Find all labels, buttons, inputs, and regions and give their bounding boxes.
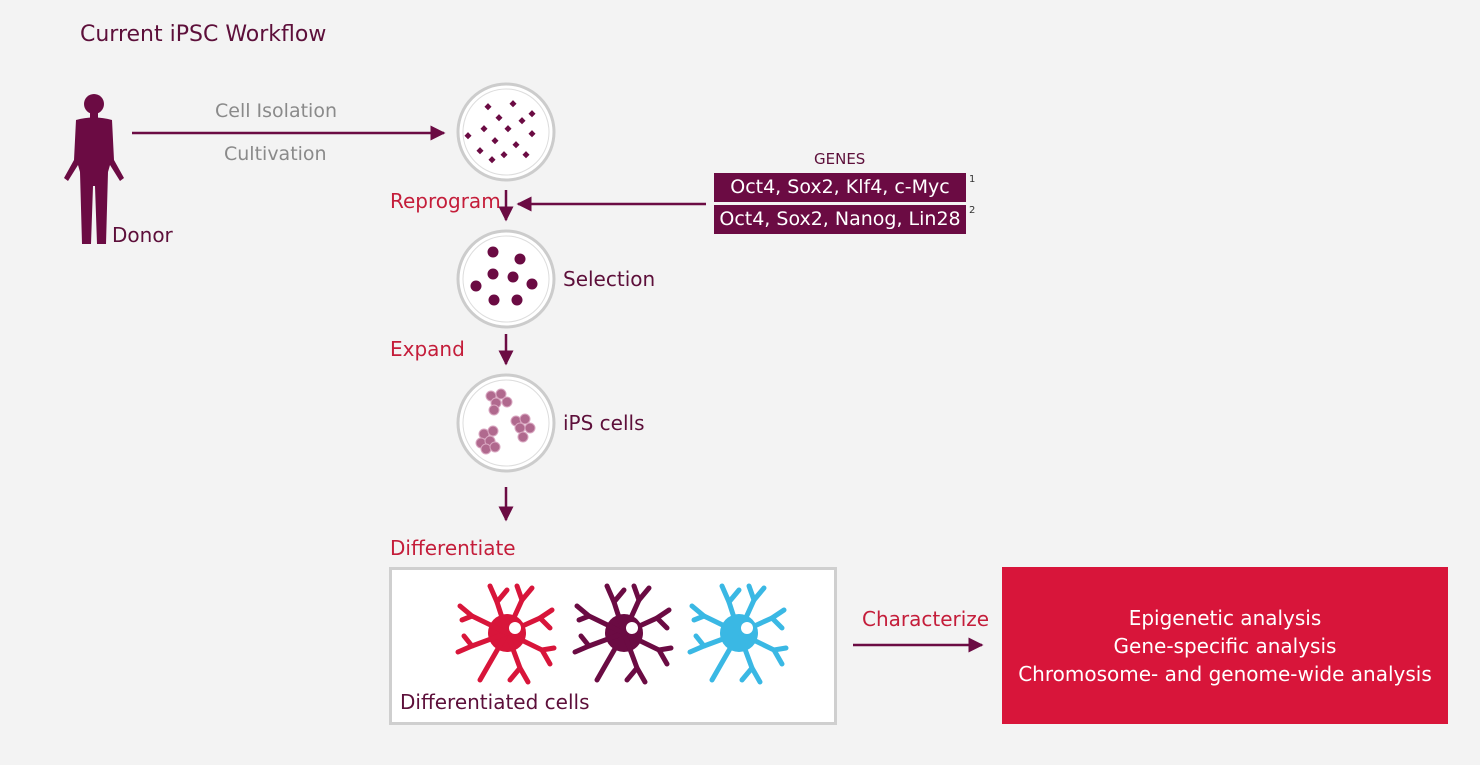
differentiated-cells-panel: Differentiated cells (389, 567, 837, 725)
dish-selection (456, 229, 556, 329)
gene-set-1-ref: 1 (969, 174, 976, 185)
analysis-box: Epigenetic analysis Gene-specific analys… (1002, 567, 1448, 724)
analysis-genome-wide: Chromosome- and genome-wide analysis (1018, 661, 1432, 686)
analysis-gene-specific: Gene-specific analysis (1113, 633, 1337, 658)
differentiated-cells-label: Differentiated cells (400, 690, 590, 714)
reprogram-label: Reprogram (390, 189, 501, 213)
differentiate-label: Differentiate (390, 536, 516, 560)
gene-set-1: Oct4, Sox2, Klf4, c-Myc (714, 173, 966, 202)
donor-label: Donor (112, 223, 173, 247)
donor-figure-icon (64, 94, 124, 244)
neuron-red-icon (455, 583, 557, 685)
neuron-blue-icon (687, 583, 789, 685)
selection-label: Selection (563, 267, 656, 291)
neuron-purple-icon (572, 583, 674, 685)
page-title: Current iPSC Workflow (80, 22, 327, 47)
expand-label: Expand (390, 337, 465, 361)
gene-set-2-ref: 2 (969, 205, 976, 216)
dish-isolated-cells (456, 82, 556, 182)
cell-isolation-label: Cell Isolation (215, 100, 337, 122)
dish-ips-cells (456, 373, 556, 473)
neuron-cells (455, 583, 789, 685)
ips-cells-label: iPS cells (563, 411, 645, 435)
cultivation-label: Cultivation (224, 143, 327, 165)
characterize-label: Characterize (862, 607, 990, 631)
analysis-epigenetic: Epigenetic analysis (1128, 605, 1322, 630)
genes-header: GENES (814, 150, 866, 168)
gene-set-2: Oct4, Sox2, Nanog, Lin28 (714, 205, 966, 234)
